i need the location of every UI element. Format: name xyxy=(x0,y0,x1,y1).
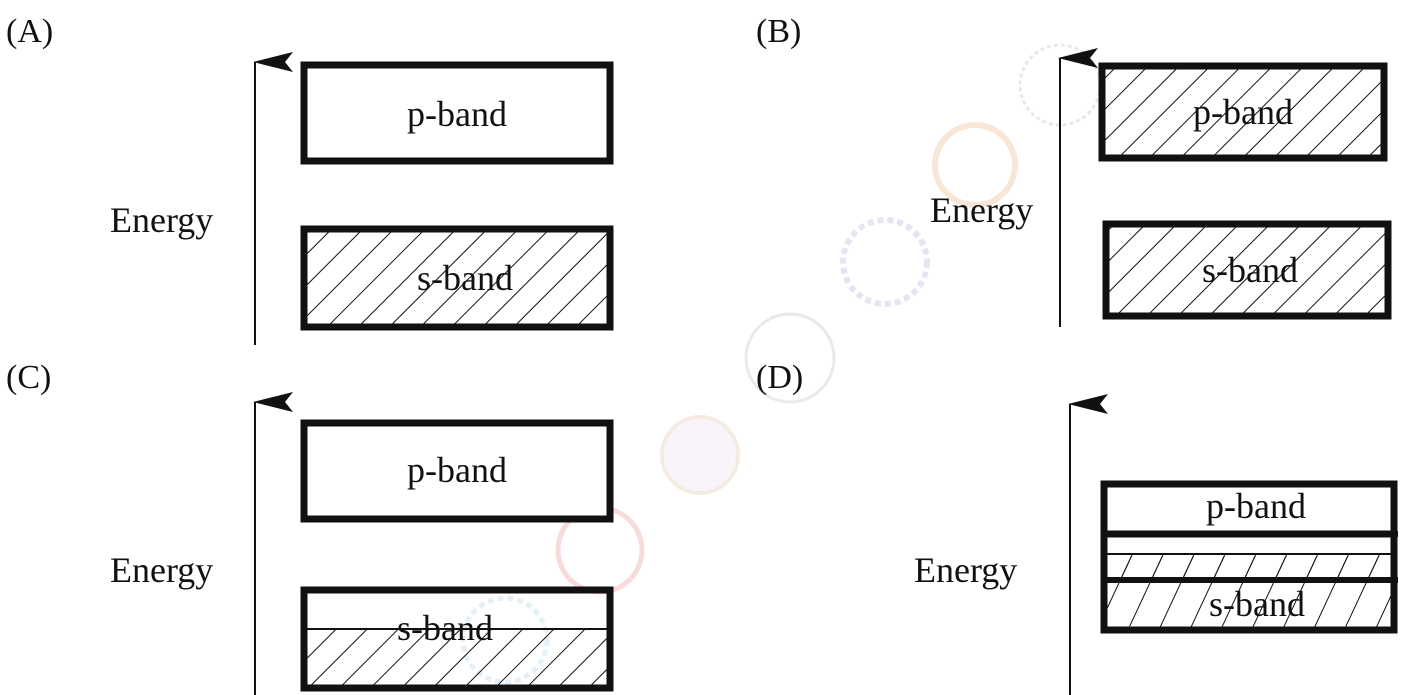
panel-label-b: (B) xyxy=(756,13,801,50)
energy-axis-label: Energy xyxy=(110,550,213,590)
watermark-seal xyxy=(840,217,930,307)
p-band-label: p-band xyxy=(1206,486,1306,526)
watermark-seal xyxy=(932,122,1018,208)
p-band-label: p-band xyxy=(1193,92,1293,132)
s-band-box xyxy=(1100,530,1398,634)
energy-axis-label: Energy xyxy=(930,190,1033,230)
watermark-seal xyxy=(744,312,836,404)
p-band-box xyxy=(300,61,614,165)
s-band-label: s-band xyxy=(417,258,513,298)
p-band-box xyxy=(1098,62,1388,162)
p-band-label: p-band xyxy=(407,94,507,134)
energy-axis-label: Energy xyxy=(914,550,1017,590)
overlap-region-hatch xyxy=(1106,556,1396,578)
panel-a: (A) Energy p-band s-band xyxy=(6,13,614,345)
panel-label-c: (C) xyxy=(6,359,51,396)
s-band-partial-hatch xyxy=(304,629,610,688)
s-band-hatch xyxy=(1106,224,1388,316)
panel-d: (D) Energy p-band s-band xyxy=(756,359,1398,695)
watermark-seal xyxy=(660,415,740,495)
s-band-box xyxy=(300,586,614,692)
panel-c: (C) Energy p-band s-band xyxy=(6,359,614,695)
s-band-box xyxy=(300,225,614,331)
s-band-label: s-band xyxy=(1209,584,1305,624)
s-band-hatch xyxy=(304,229,610,327)
s-band-label: s-band xyxy=(1202,250,1298,290)
p-band-label: p-band xyxy=(407,450,507,490)
panel-b: (B) Energy p-band s-band xyxy=(756,13,1392,327)
panel-label-d: (D) xyxy=(756,359,803,396)
overlap-region-fill xyxy=(1106,538,1396,554)
panel-label-a: (A) xyxy=(6,13,53,50)
energy-axis-label: Energy xyxy=(110,200,213,240)
s-band-label: s-band xyxy=(397,608,493,648)
s-band-box xyxy=(1102,220,1392,320)
p-band-hatch xyxy=(1102,66,1384,158)
p-band-box xyxy=(300,419,614,523)
